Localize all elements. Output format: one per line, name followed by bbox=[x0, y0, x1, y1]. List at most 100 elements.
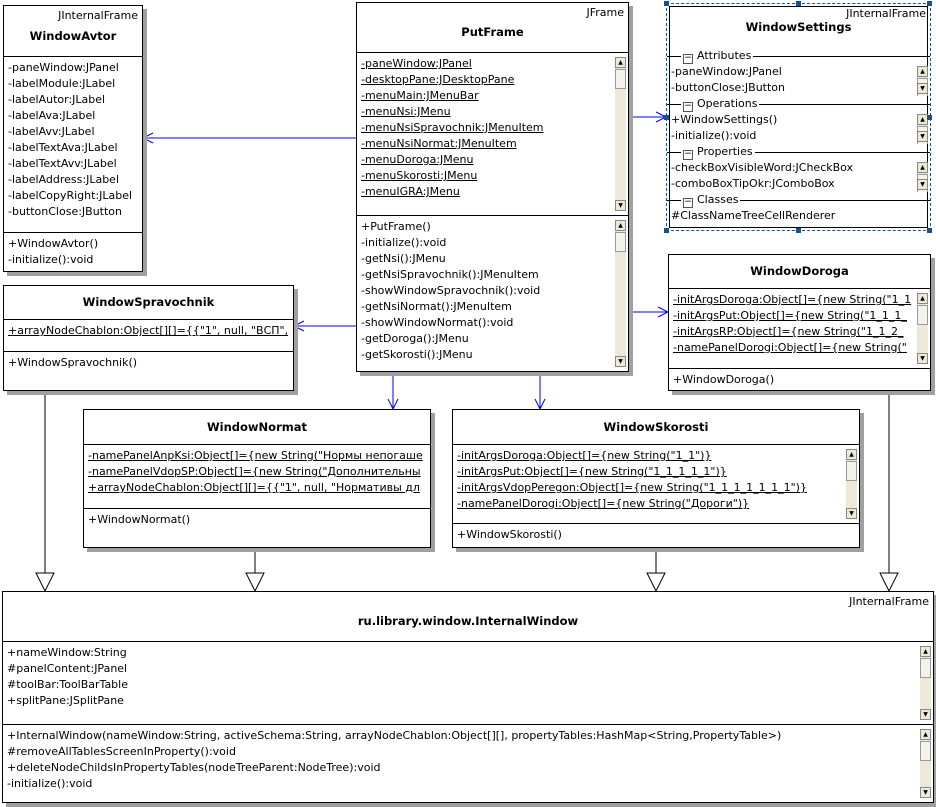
selection-handle[interactable] bbox=[927, 115, 932, 120]
member-text: -initArgsPut:Object[]={new String("1_1_1… bbox=[457, 465, 727, 478]
scrollbar[interactable]: ▲▼ bbox=[917, 66, 928, 96]
member-text: -comboBoxTipOkr:JComboBox bbox=[671, 177, 835, 190]
section-attributes: -paneWindow:JPanel-buttonClose:JButton▲▼ bbox=[667, 64, 930, 96]
section-title: Classes bbox=[697, 193, 739, 206]
generalization-windowdoroga-to-internalwindow[interactable] bbox=[879, 391, 899, 593]
scrollbar[interactable]: ▲▼ bbox=[920, 729, 931, 798]
member-row: -checkBoxVisibleWord:JCheckBox bbox=[671, 160, 930, 176]
scrollbar[interactable]: ▲▼ bbox=[615, 220, 626, 367]
collapse-toggle-icon[interactable]: − bbox=[683, 149, 693, 160]
selection-handle[interactable] bbox=[927, 228, 932, 233]
scroll-down-arrow-icon[interactable]: ▼ bbox=[615, 356, 626, 367]
scroll-thumb[interactable] bbox=[920, 658, 931, 678]
class-name: WindowSettings bbox=[745, 20, 852, 34]
scroll-thumb[interactable] bbox=[615, 232, 626, 252]
scroll-up-arrow-icon[interactable]: ▲ bbox=[917, 293, 928, 304]
operations-compartment: +WindowSpravochnik() bbox=[4, 352, 293, 390]
scroll-down-arrow-icon[interactable]: ▼ bbox=[920, 709, 931, 720]
scrollbar[interactable]: ▲▼ bbox=[917, 293, 928, 364]
scroll-up-arrow-icon[interactable]: ▲ bbox=[920, 646, 931, 657]
scroll-up-arrow-icon[interactable]: ▲ bbox=[615, 220, 626, 231]
scroll-down-arrow-icon[interactable]: ▼ bbox=[917, 353, 928, 364]
member-row: +arrayNodeChablon:Object[][]={{"1", null… bbox=[8, 323, 293, 339]
selection-handle[interactable] bbox=[664, 115, 669, 120]
scroll-up-arrow-icon[interactable]: ▲ bbox=[917, 66, 928, 77]
member-row: -getNsiSpravochnik():JMenuItem bbox=[361, 267, 628, 283]
scrollbar[interactable]: ▲▼ bbox=[917, 162, 928, 192]
member-text: -paneWindow:JPanel bbox=[361, 57, 472, 70]
section-label: −Attributes bbox=[681, 49, 754, 64]
selection-handle[interactable] bbox=[664, 228, 669, 233]
class-stereotype: JInternalFrame bbox=[849, 595, 929, 608]
member-text: -menuIGRA:JMenu bbox=[361, 185, 460, 198]
scroll-up-arrow-icon[interactable]: ▲ bbox=[615, 57, 626, 68]
member-text: -buttonClose:JButton bbox=[671, 81, 786, 94]
association-putframe-to-windowavtor[interactable] bbox=[141, 132, 356, 144]
member-text: -initialize():void bbox=[8, 253, 94, 266]
scroll-thumb[interactable] bbox=[615, 69, 626, 89]
member-text: -showWindowNormat():void bbox=[361, 316, 514, 329]
member-row: -labelAva:JLabel bbox=[8, 108, 142, 124]
scroll-down-arrow-icon[interactable]: ▼ bbox=[917, 179, 928, 190]
member-text: +WindowSettings() bbox=[671, 113, 778, 126]
scrollbar[interactable]: ▲▼ bbox=[615, 57, 626, 211]
association-putframe-to-windowspravochnik[interactable] bbox=[292, 320, 356, 332]
selection-handle[interactable] bbox=[796, 228, 801, 233]
class-windowskorosti[interactable]: WindowSkorosti-initArgsDoroga:Object[]={… bbox=[452, 409, 860, 548]
scroll-up-arrow-icon[interactable]: ▲ bbox=[917, 162, 928, 173]
member-row: -namePanelAnpKsi:Object[]={new String("Н… bbox=[88, 448, 430, 464]
collapse-toggle-icon[interactable]: − bbox=[683, 197, 693, 208]
scroll-down-arrow-icon[interactable]: ▼ bbox=[917, 131, 928, 142]
attributes-compartment: +nameWindow:String#panelContent:JPanel#t… bbox=[3, 642, 933, 725]
association-putframe-to-windownormat[interactable] bbox=[387, 372, 399, 411]
scroll-up-arrow-icon[interactable]: ▲ bbox=[920, 729, 931, 740]
scrollbar[interactable]: ▲▼ bbox=[920, 646, 931, 720]
member-text: +WindowNormat() bbox=[88, 513, 191, 526]
member-text: -labelAva:JLabel bbox=[8, 109, 96, 122]
association-putframe-to-windowsettings[interactable] bbox=[629, 111, 668, 123]
member-text: -paneWindow:JPanel bbox=[8, 61, 119, 74]
scroll-down-arrow-icon[interactable]: ▼ bbox=[917, 83, 928, 94]
association-putframe-to-windowskorosti[interactable] bbox=[534, 372, 546, 411]
member-row: +deleteNodeChildsInPropertyTables(nodeTr… bbox=[7, 760, 933, 776]
section-header-attributes[interactable]: −Attributes bbox=[667, 48, 930, 64]
selection-handle[interactable] bbox=[664, 1, 669, 6]
generalization-windownormat-to-internalwindow[interactable] bbox=[245, 548, 265, 593]
section-header-classes[interactable]: −Classes bbox=[667, 192, 930, 208]
class-windowspravochnik[interactable]: WindowSpravochnik+arrayNodeChablon:Objec… bbox=[3, 285, 294, 391]
member-text: -initialize():void bbox=[7, 777, 93, 790]
member-text: -menuNsi:JMenu bbox=[361, 105, 451, 118]
member-row: -labelAddress:JLabel bbox=[8, 172, 142, 188]
member-text: +deleteNodeChildsInPropertyTables(nodeTr… bbox=[7, 761, 381, 774]
scrollbar[interactable]: ▲▼ bbox=[846, 449, 857, 519]
member-text: -namePanelDorogi:Object[]={new String("Д… bbox=[457, 497, 750, 510]
section-header-properties[interactable]: −Properties bbox=[667, 144, 930, 160]
member-row: -initialize():void bbox=[361, 235, 628, 251]
selection-handle[interactable] bbox=[796, 1, 801, 6]
scroll-down-arrow-icon[interactable]: ▼ bbox=[920, 787, 931, 798]
member-row: +WindowSpravochnik() bbox=[8, 355, 293, 371]
scroll-up-arrow-icon[interactable]: ▲ bbox=[846, 449, 857, 460]
collapse-toggle-icon[interactable]: − bbox=[683, 101, 693, 112]
scroll-thumb[interactable] bbox=[917, 305, 928, 325]
class-windownormat[interactable]: WindowNormat-namePanelAnpKsi:Object[]={n… bbox=[83, 409, 431, 548]
collapse-toggle-icon[interactable]: − bbox=[683, 53, 693, 64]
member-row: -initialize():void bbox=[7, 776, 933, 792]
association-putframe-to-windowdoroga[interactable] bbox=[629, 306, 670, 318]
generalization-windowskorosti-to-internalwindow[interactable] bbox=[646, 548, 666, 593]
scroll-thumb[interactable] bbox=[846, 461, 857, 481]
selection-handle[interactable] bbox=[927, 1, 932, 6]
generalization-windowspravochnik-to-internalwindow[interactable] bbox=[35, 391, 55, 593]
class-windowdoroga[interactable]: WindowDoroga-initArgsDoroga:Object[]={ne… bbox=[668, 254, 931, 391]
scroll-thumb[interactable] bbox=[920, 741, 931, 761]
member-row: +PutFrame() bbox=[361, 219, 628, 235]
scroll-down-arrow-icon[interactable]: ▼ bbox=[615, 200, 626, 211]
scroll-down-arrow-icon[interactable]: ▼ bbox=[846, 508, 857, 519]
member-text: -initArgsPut:Object[]={new String("1_1_1… bbox=[673, 309, 907, 322]
section-header-operations[interactable]: −Operations bbox=[667, 96, 930, 112]
